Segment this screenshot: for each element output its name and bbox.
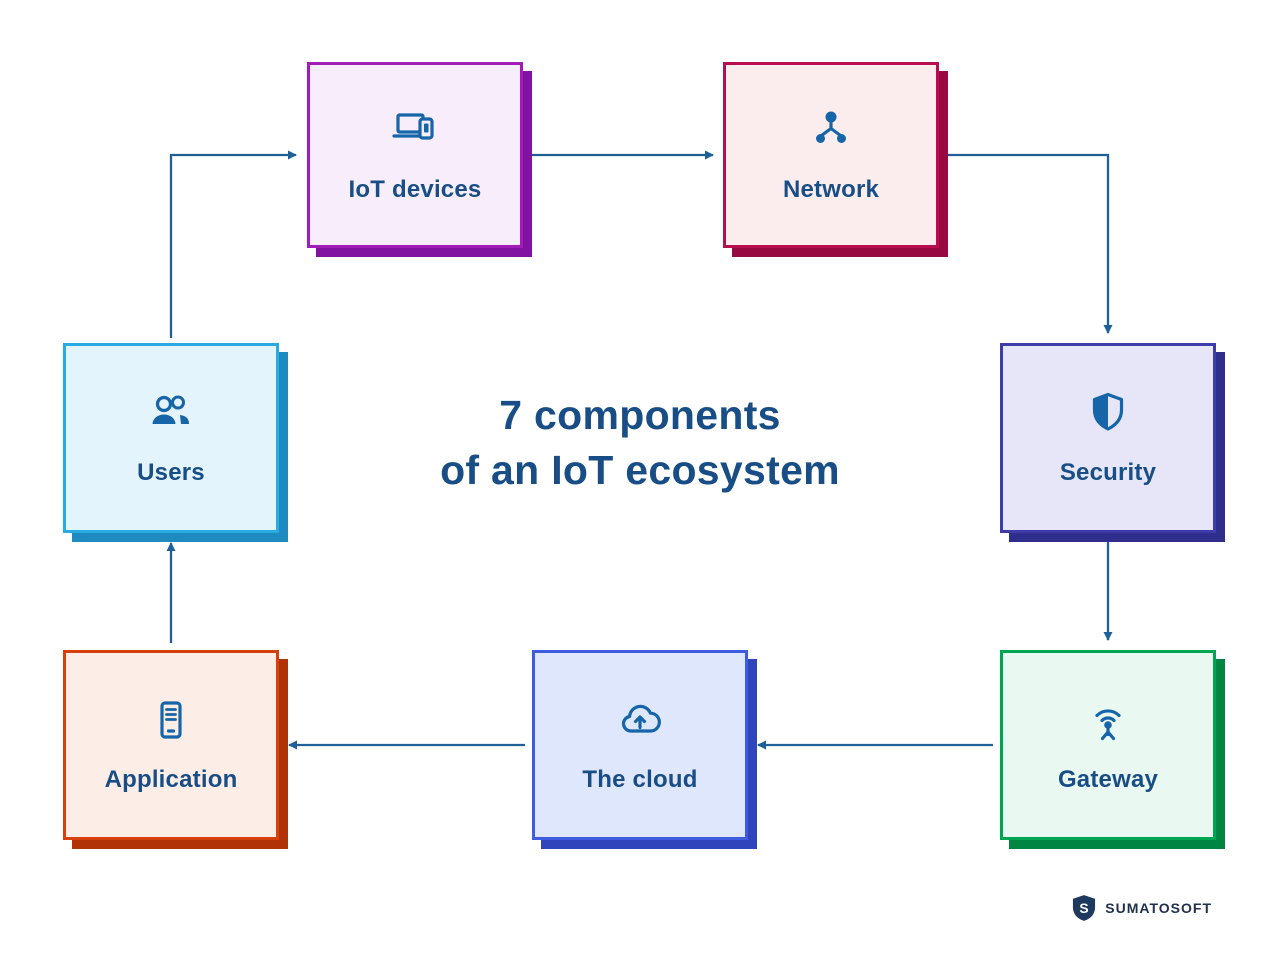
- users-icon: [147, 389, 195, 437]
- mobile-app-icon: [147, 696, 195, 744]
- node-application: Application: [63, 650, 279, 840]
- shield-icon: [1084, 389, 1132, 437]
- node-label: Security: [1059, 459, 1157, 486]
- node-label: Users: [137, 459, 205, 486]
- node-label: Network: [782, 176, 880, 203]
- node-iot-devices: IoT devices: [307, 62, 523, 248]
- sumatosoft-logo: S SUMATOSOFT: [1072, 894, 1212, 922]
- node-label: Gateway: [1057, 766, 1159, 793]
- node-gateway: Gateway: [1000, 650, 1216, 840]
- devices-icon: [391, 106, 439, 154]
- sumatosoft-logo-text: SUMATOSOFT: [1105, 900, 1212, 916]
- node-label: IoT devices: [348, 176, 482, 203]
- node-security: Security: [1000, 343, 1216, 533]
- arrow-users-to-iot-devices: [169, 150, 297, 338]
- title-line-1: 7 components: [499, 392, 781, 438]
- antenna-icon: [1084, 696, 1132, 744]
- diagram-title: 7 components of an IoT ecosystem: [320, 388, 960, 499]
- svg-text:S: S: [1080, 900, 1089, 916]
- node-label: Application: [104, 766, 238, 793]
- node-the-cloud: The cloud: [532, 650, 748, 840]
- node-network: Network: [723, 62, 939, 248]
- node-label: The cloud: [582, 766, 698, 793]
- sumatosoft-shield-icon: S: [1072, 894, 1096, 922]
- arrow-network-to-security: [946, 153, 1113, 334]
- node-users: Users: [63, 343, 279, 533]
- title-line-2: of an IoT ecosystem: [440, 447, 840, 494]
- network-nodes-icon: [807, 106, 855, 154]
- cloud-upload-icon: [616, 696, 664, 744]
